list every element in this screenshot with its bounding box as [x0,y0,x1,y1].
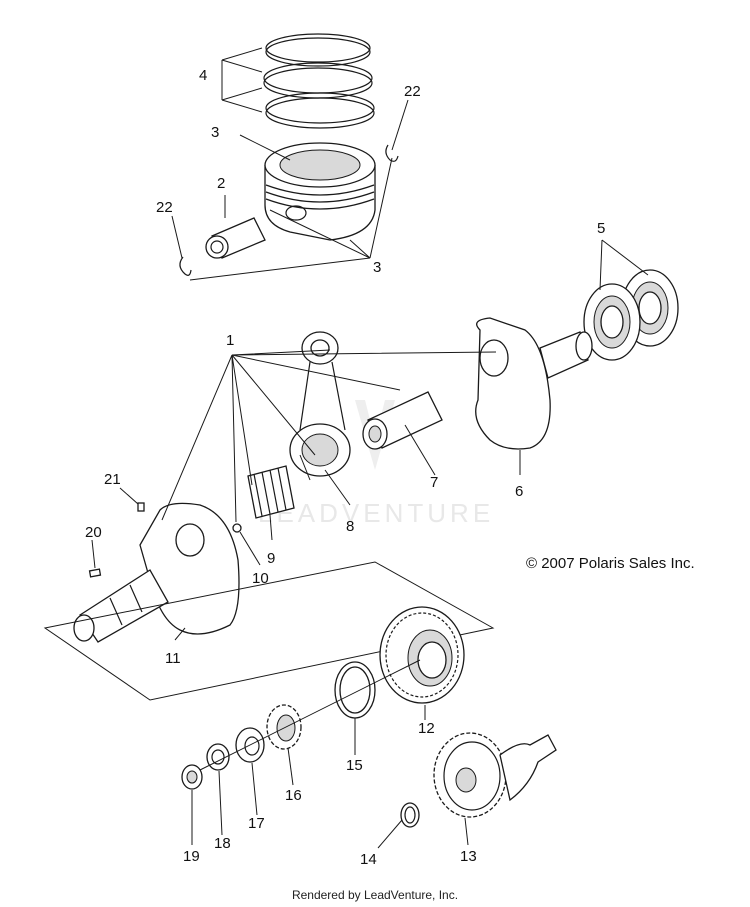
balancer-washer[interactable] [400,802,420,828]
callout-9: 9 [267,550,275,567]
callout-5: 5 [597,220,605,237]
balancer-gear[interactable] [433,732,557,818]
circlip-right[interactable] [385,144,399,162]
crankshaft-left-half[interactable] [73,502,240,643]
bearing-leaders [599,239,649,291]
footer-credit: Rendered by LeadVenture, Inc. [291,888,459,902]
lower-axis [199,659,421,771]
thrust-washer[interactable] [334,661,376,719]
crank-pin[interactable] [362,391,443,450]
crankshaft-leaders [91,349,521,641]
piston-leaders [171,47,409,281]
callout-7: 7 [430,474,438,491]
crankshaft-right-half[interactable] [475,317,593,450]
watermark-text: LEADVENTURE [258,498,494,528]
main-bearings[interactable] [583,269,679,361]
copyright-notice: © 2007 Polaris Sales Inc. [526,555,695,572]
callout-11: 11 [165,650,181,667]
circlip-left[interactable] [179,256,192,276]
callout-6: 6 [515,483,523,500]
callout-3-bottom: 3 [373,259,381,276]
callout-8: 8 [346,518,354,535]
callout-22-top: 22 [404,83,421,100]
callout-12: 12 [418,720,435,737]
callout-22-left: 22 [156,199,173,216]
callouts: 4 22 3 2 22 3 5 1 7 6 21 8 20 9 10 11 12… [85,67,605,868]
connecting-rod[interactable] [289,331,351,477]
oil-seal[interactable] [181,764,203,790]
callout-3-top: 3 [211,124,219,141]
crank-gear[interactable] [379,606,465,704]
piston-pin[interactable] [205,217,266,259]
woodruff-key[interactable] [88,568,102,578]
needle-bearing[interactable] [247,465,295,519]
callout-15: 15 [346,757,363,774]
callout-2: 2 [217,175,225,192]
crank-pin-small[interactable] [137,502,145,512]
callout-19: 19 [183,848,200,865]
piston[interactable] [264,142,376,241]
callout-14: 14 [360,851,377,868]
timing-sprocket[interactable] [266,704,302,750]
washer[interactable] [206,743,230,771]
callout-10: 10 [252,570,269,587]
piston-rings[interactable] [263,33,375,129]
callout-17: 17 [248,815,265,832]
callout-1: 1 [226,332,234,349]
callout-21: 21 [104,471,121,488]
callout-4: 4 [199,67,207,84]
callout-16: 16 [285,787,302,804]
callout-18: 18 [214,835,231,852]
callout-20: 20 [85,524,102,541]
assembly-frame [43,561,495,701]
callout-13: 13 [460,848,477,865]
lower-leaders [191,705,469,849]
dowel-pin[interactable] [232,523,242,533]
